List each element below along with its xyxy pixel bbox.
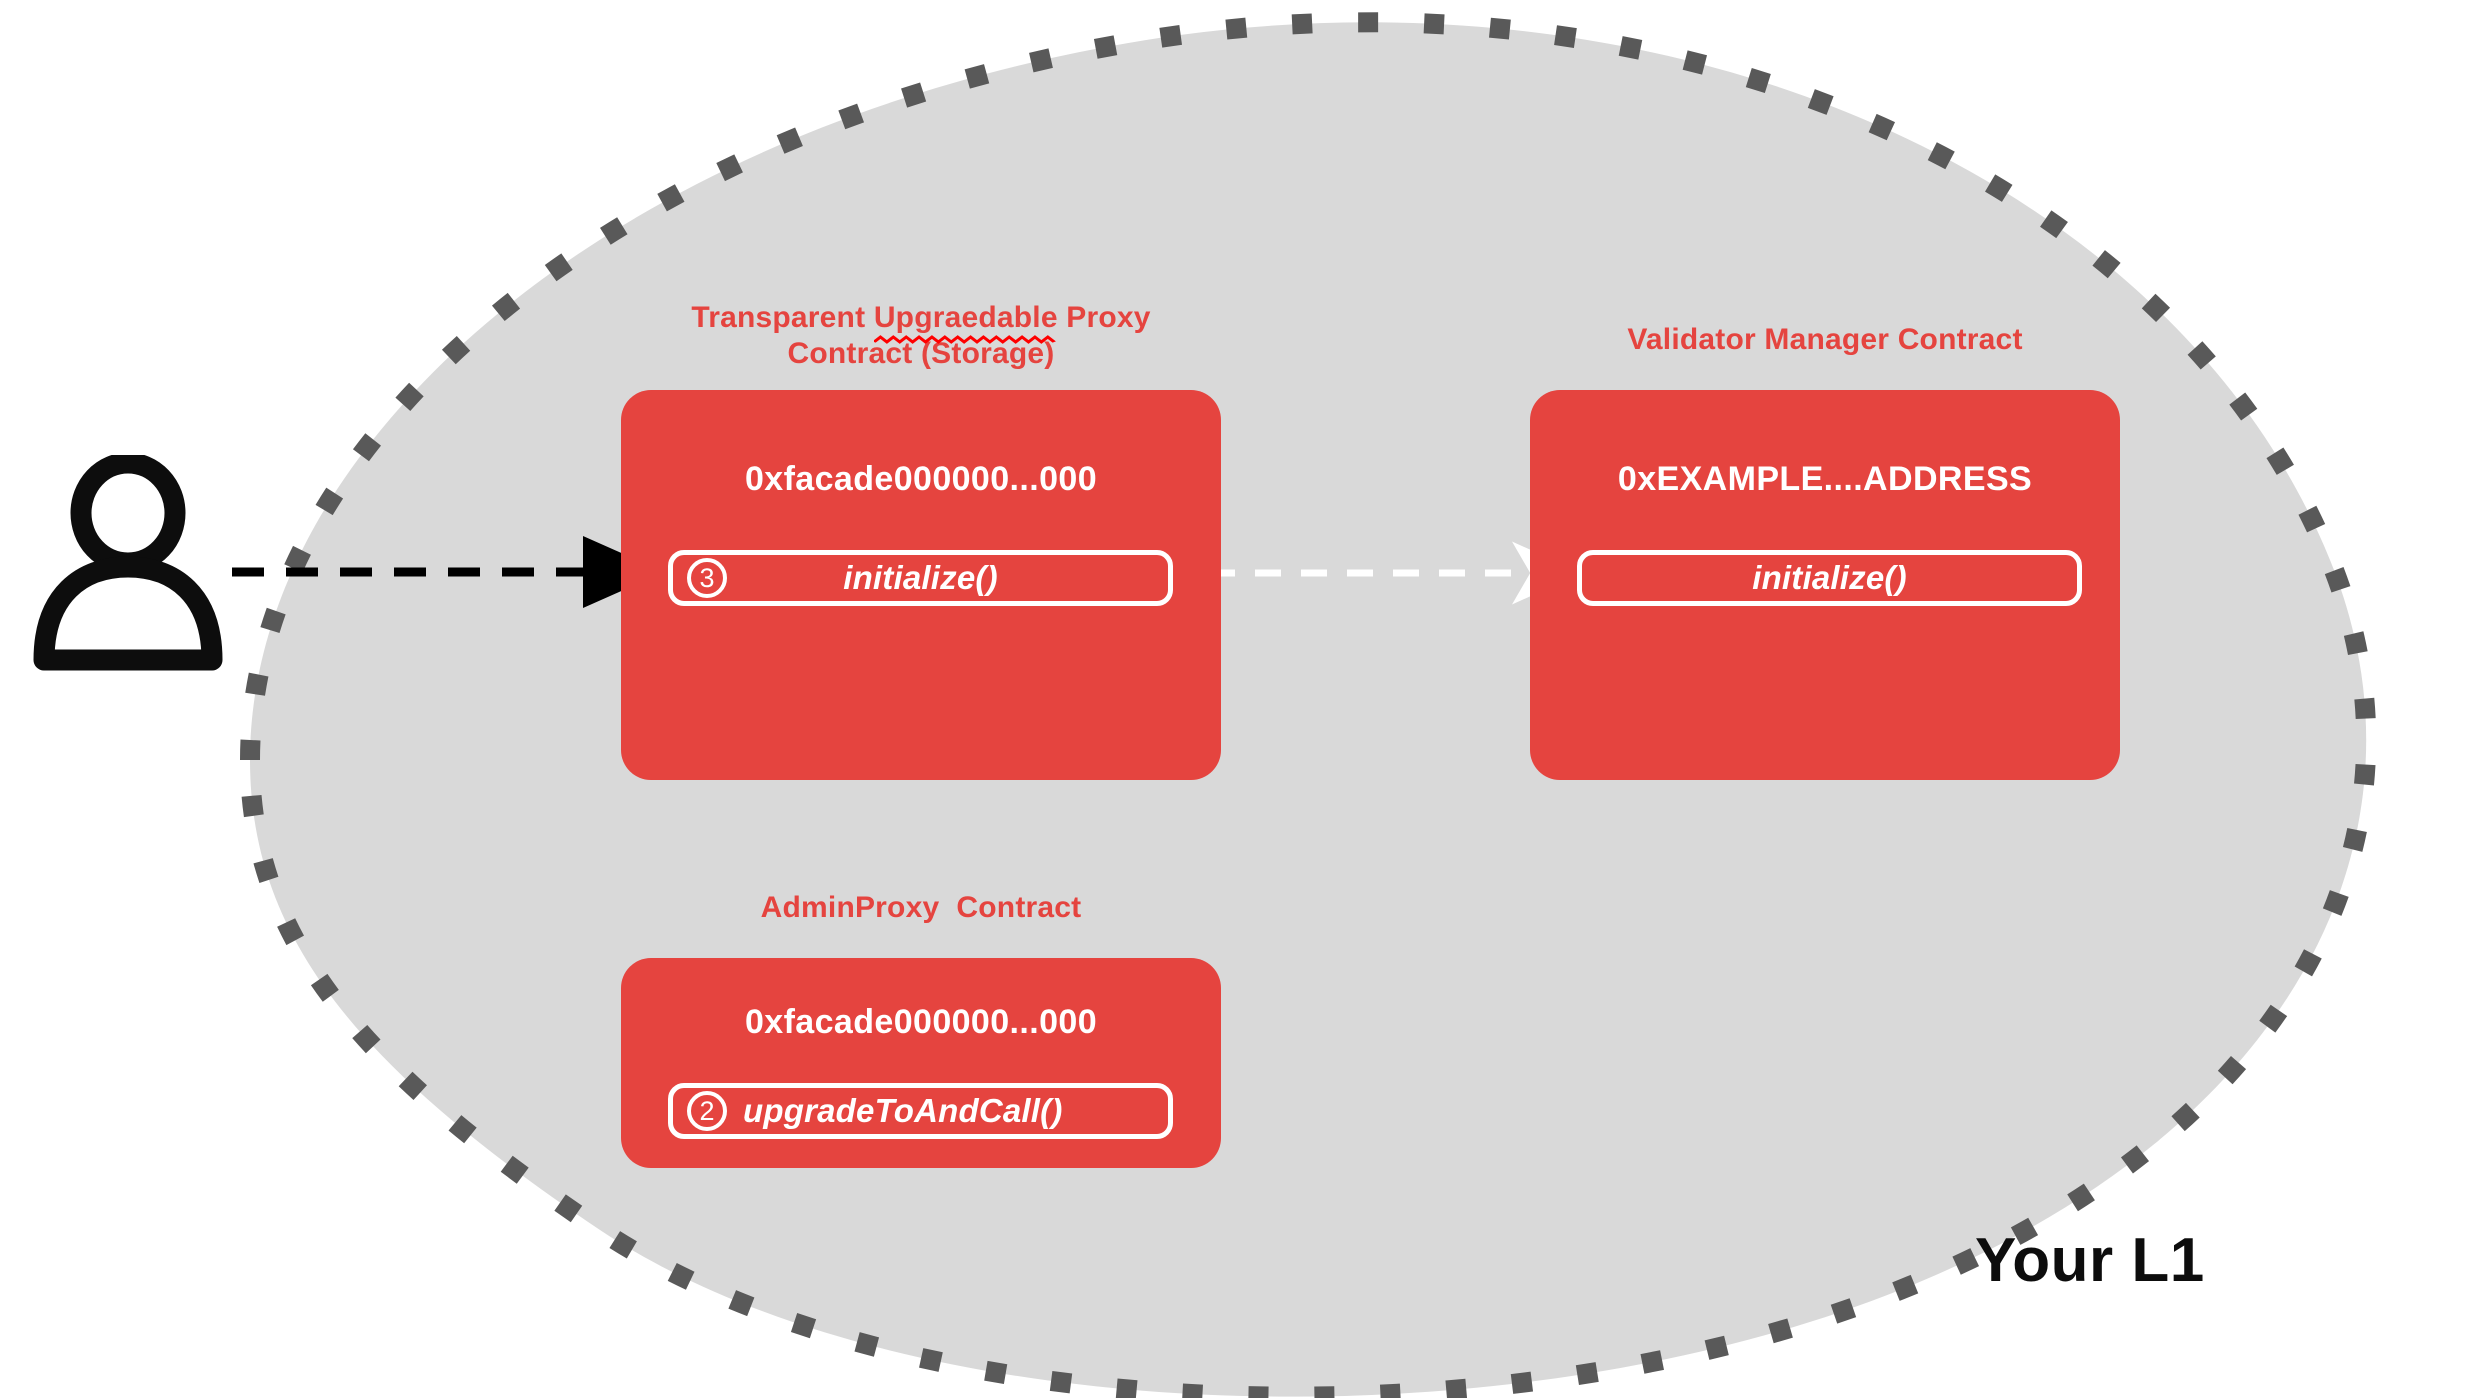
contract-validator-manager: Validator Manager Contract 0xEXAMPLE....… [1530,322,2120,782]
method-pill-validator-initialize[interactable]: initialize() [1577,550,2082,606]
contract-title-validator-manager: Validator Manager Contract [1627,323,2023,356]
title-line-2: Contract (Storage) [787,337,1055,370]
misspelled-word-wrap: Upgraedable [873,300,1058,344]
method-step-badge-2: 2 [687,1091,727,1131]
blob-dotted-outline [239,12,2377,1398]
spellcheck-squiggle-icon [873,335,1056,344]
method-label-proxy-initialize: initialize() [843,559,998,596]
contract-box-validator-manager[interactable]: 0xEXAMPLE....ADDRESS initialize() [1530,390,2120,780]
title-prefix: Transparent [691,301,874,334]
title-suffix: Proxy [1057,301,1151,334]
contract-address-admin-proxy: 0xfacade000000...000 [744,1003,1098,1041]
person-icon [33,455,223,671]
method-label-validator-initialize: initialize() [1752,559,1907,596]
method-pill-proxy-initialize[interactable]: 3 initialize() [668,550,1173,606]
contract-box-admin-proxy[interactable]: 0xfacade000000...000 2 upgradeToAndCall(… [621,958,1221,1168]
person-head-icon [70,455,186,574]
title-misspelled-word: Upgraedable [873,301,1058,334]
contract-address-transparent-upgradeable-proxy: 0xfacade000000...000 [744,460,1098,498]
method-step-badge-3: 3 [687,558,727,598]
contract-admin-proxy: AdminProxy Contract 0xfacade000000...000… [621,890,1221,1170]
contract-title-admin-proxy: AdminProxy Contract [760,891,1082,924]
contract-box-transparent-upgradeable-proxy[interactable]: 0xfacade000000...000 3 initialize() [621,390,1221,780]
l1-boundary-label: Your L1 [1975,1226,2205,1295]
contract-address-validator-manager: 0xEXAMPLE....ADDRESS [1617,460,2033,498]
person-body-icon [33,556,223,671]
method-label-admin-upgradetoandcall: upgradeToAndCall() [743,1092,1063,1129]
method-pill-admin-upgradetoandcall[interactable]: 2 upgradeToAndCall() [668,1083,1173,1139]
